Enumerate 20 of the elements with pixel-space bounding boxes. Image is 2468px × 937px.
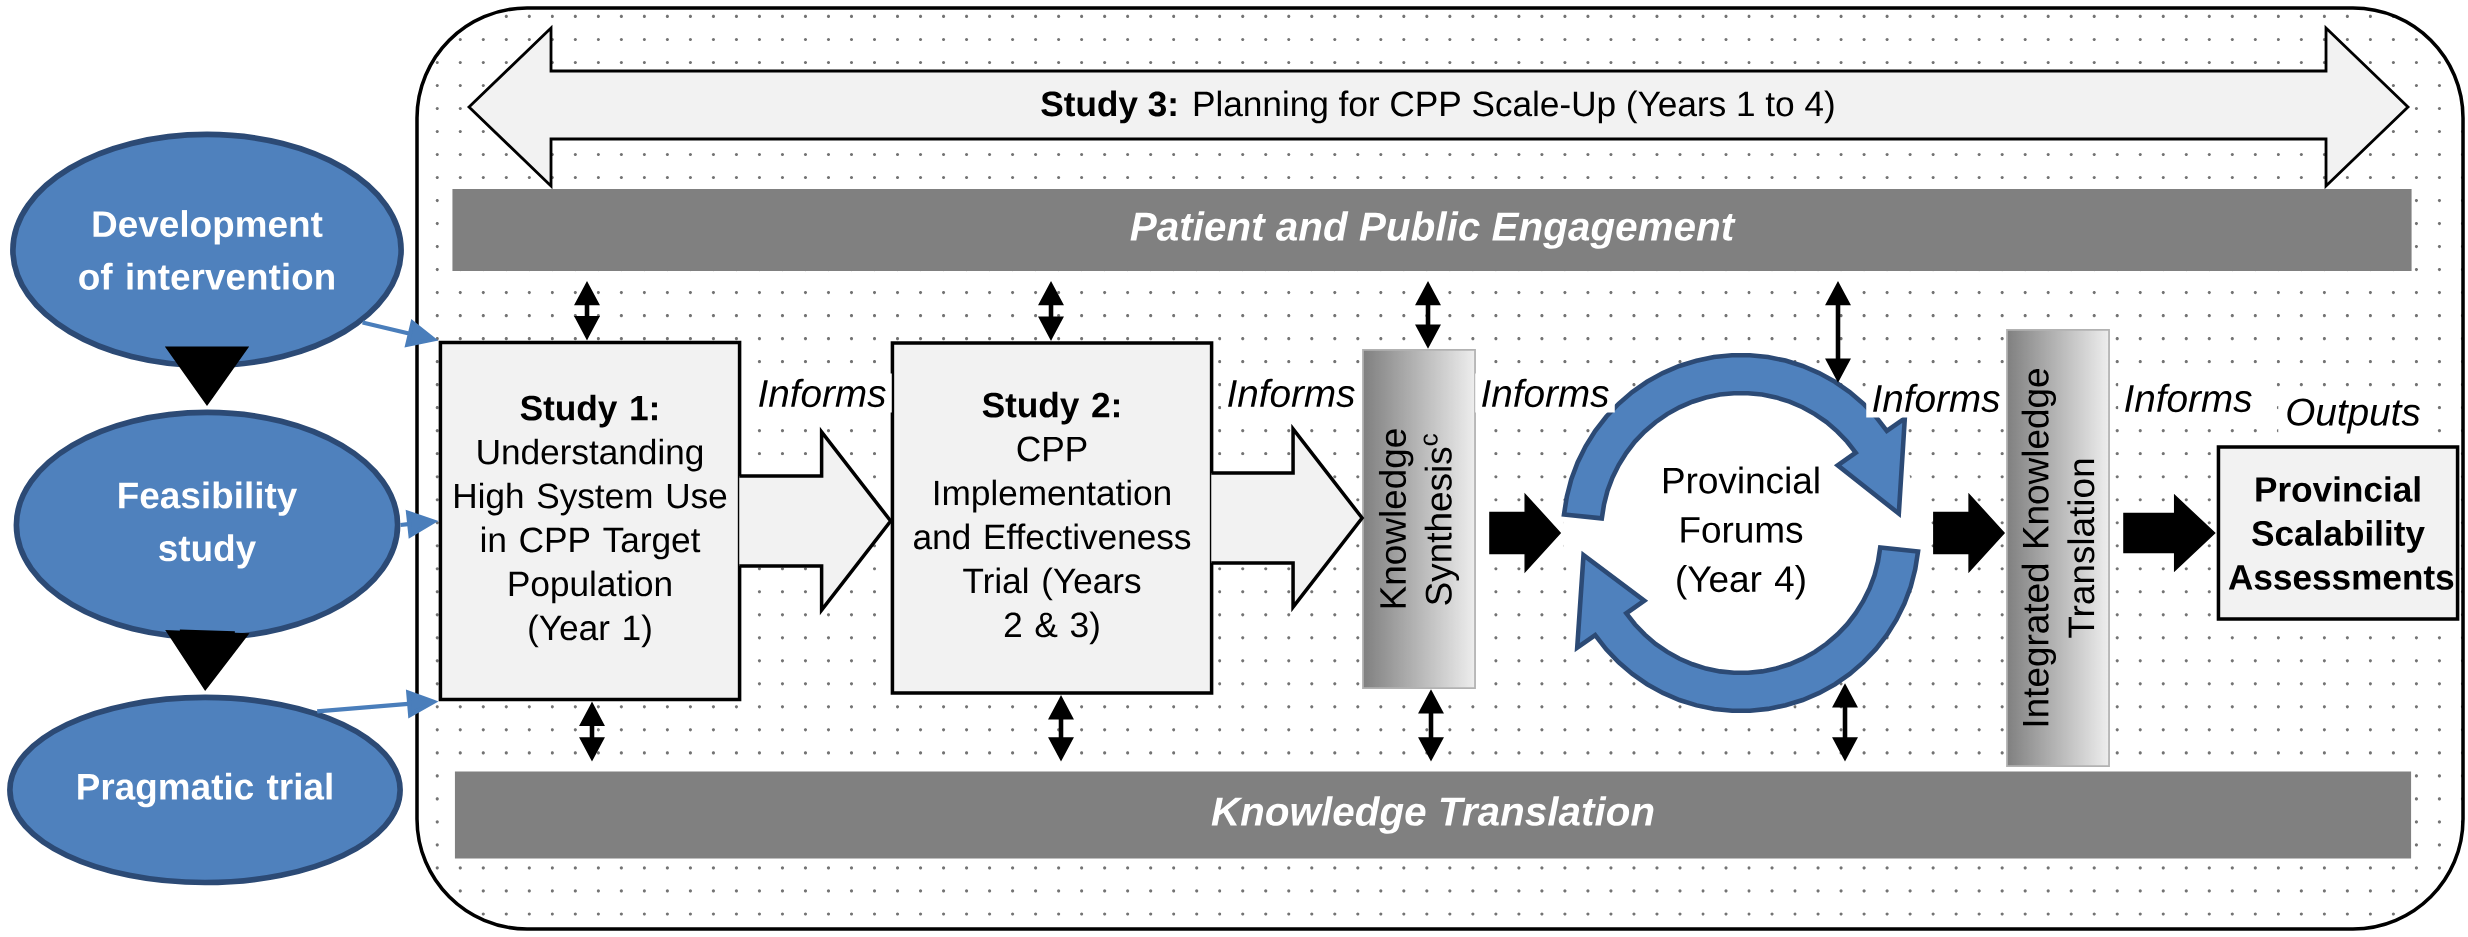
- block-arrow: [1933, 492, 2006, 574]
- synthesis-panel: Knowledge Synthesis$^{c}$: [1362, 349, 1476, 689]
- block-arrow: [2123, 493, 2216, 573]
- edge-label: Informs: [1866, 378, 2006, 418]
- study-box: Study 2: CPP Implementation and Effectiveness Trial (Years 2 & 3): [890, 341, 1214, 695]
- edge-label: Informs: [752, 373, 892, 413]
- beside-label: Outputs: [2278, 391, 2428, 441]
- edge-label: Informs: [1221, 373, 1361, 413]
- edge-label: Informs: [1475, 373, 1615, 413]
- edge-label: Informs: [2118, 378, 2258, 418]
- double-arrow-banner: Study 3: Planning for CPP Scale-Up (Years 1 to 4): [467, 24, 2411, 190]
- block-arrow: [1209, 423, 1365, 613]
- engagement-bar: Patient and Public Engagement: [452, 188, 2412, 271]
- translation-panel: Integrated Knowledge Translation: [2006, 329, 2110, 767]
- study-box: Study 1: Understanding High System Use in CPP Target Population (Year 1): [438, 340, 742, 702]
- block-arrow: [1489, 492, 1562, 574]
- node-label: Provincial Forums (Year 4): [1664, 466, 1819, 600]
- block-arrow: [737, 426, 893, 616]
- output-box: Provincial Scalability Assessments: [2216, 445, 2460, 621]
- translation-bar: Knowledge Translation: [454, 771, 2412, 859]
